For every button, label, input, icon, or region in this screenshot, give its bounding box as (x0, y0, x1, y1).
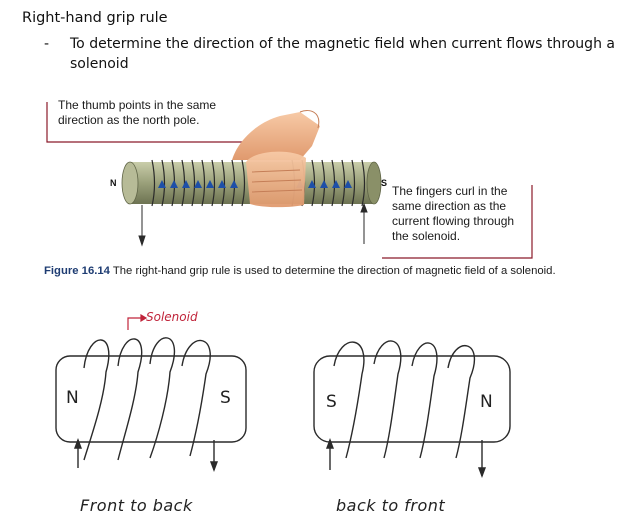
bullet-item: - To determine the direction of the magn… (44, 34, 624, 74)
page-heading: Right-hand grip rule (22, 10, 168, 26)
figure-caption-label: Figure 16.14 (44, 265, 110, 277)
sketch-right-pole-n: N (480, 392, 493, 412)
hand-illustration (232, 110, 320, 208)
figure-pole-south: S (381, 178, 388, 188)
sketch-right (313, 340, 511, 478)
bullet-dash: - (44, 36, 50, 52)
sketch-right-pole-s: S (326, 392, 337, 412)
sketch-left (55, 337, 247, 472)
sketch-left-pole-n: N (66, 388, 79, 408)
sketch-right-caption: back to front (336, 496, 446, 515)
solenoid-leads (138, 202, 368, 247)
figure-caption: Figure 16.14 The right-hand grip rule is… (44, 265, 634, 277)
figure-pole-north: N (110, 178, 117, 188)
bullet-text: To determine the direction of the magnet… (70, 36, 615, 72)
callout-line-thumb (46, 102, 300, 143)
callout-line-fingers (382, 185, 533, 259)
figure-caption-text: The right-hand grip rule is used to dete… (112, 265, 556, 277)
sketch-left-pole-s: S (220, 388, 231, 408)
callout-fingers: The fingers curl in the same direction a… (392, 184, 515, 243)
sketch-left-caption: Front to back (80, 496, 193, 515)
sketch-solenoid-label: Solenoid (146, 310, 198, 324)
solenoid-label-pointer (127, 313, 148, 330)
callout-thumb: The thumb points in the same direction a… (58, 98, 217, 127)
